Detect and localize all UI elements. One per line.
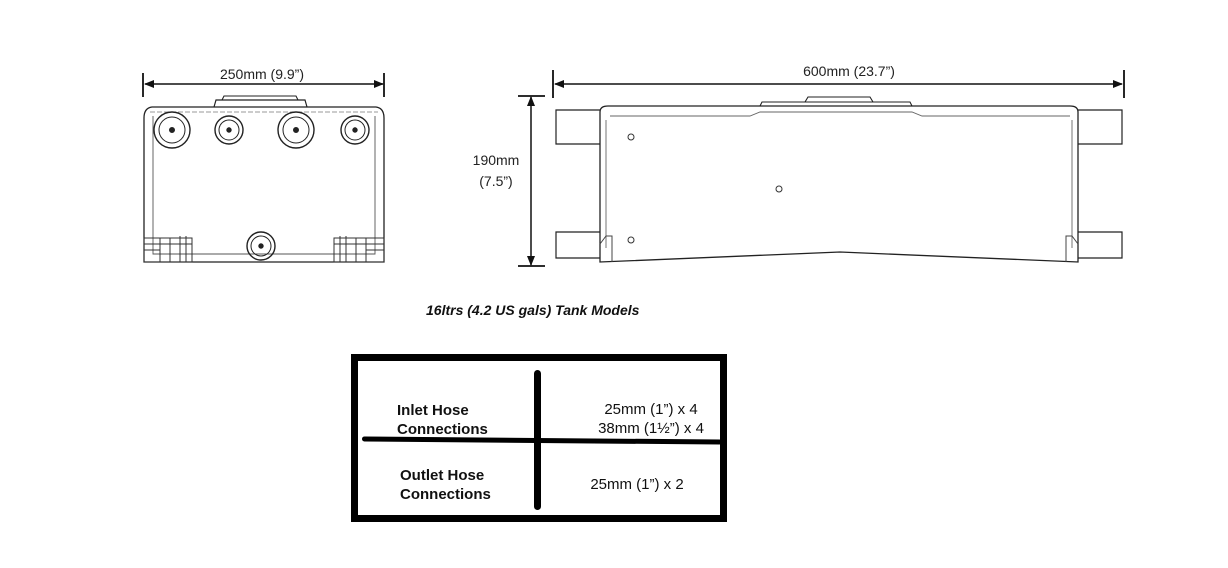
front-view: 250mm (9.9”) — [142, 66, 385, 263]
outlet-label-line2: Connections — [400, 486, 491, 503]
inlet-label-line1: Inlet Hose — [397, 402, 469, 419]
table-row-label: Inlet Hose Connections — [397, 401, 488, 439]
connections-table: Inlet Hose Connections 25mm (1”) x 4 38m… — [351, 354, 727, 522]
inlet-label-line2: Connections — [397, 421, 488, 438]
inlet-port-icon — [277, 111, 315, 149]
inlet-value-line1: 25mm (1”) x 4 — [604, 401, 698, 418]
inlet-port-icon — [214, 115, 244, 145]
inlet-port-icon — [153, 111, 191, 149]
table-row-value: 25mm (1”) x 4 38mm (1½”) x 4 — [586, 400, 716, 438]
table-row-value: 25mm (1”) x 2 — [572, 475, 702, 494]
height-label-mm: 190mm — [473, 152, 520, 168]
outlet-label-line1: Outlet Hose — [400, 467, 485, 484]
side-tank-outline — [599, 105, 1079, 263]
side-length-label: 600mm (23.7”) — [803, 63, 895, 79]
inlet-port-icon — [340, 115, 370, 145]
front-width-label: 250mm (9.9”) — [220, 66, 304, 82]
table-row-label: Outlet Hose Connections — [400, 466, 491, 504]
side-view: 600mm (23.7”) 190mm (7.5”) — [473, 63, 1125, 267]
inlet-value-line2: 38mm (1½”) x 4 — [598, 420, 704, 437]
height-label-in: (7.5”) — [479, 173, 512, 189]
outlet-value-line1: 25mm (1”) x 2 — [590, 476, 684, 493]
outlet-port-icon — [246, 231, 276, 261]
figure-caption: 16ltrs (4.2 US gals) Tank Models — [426, 302, 640, 318]
